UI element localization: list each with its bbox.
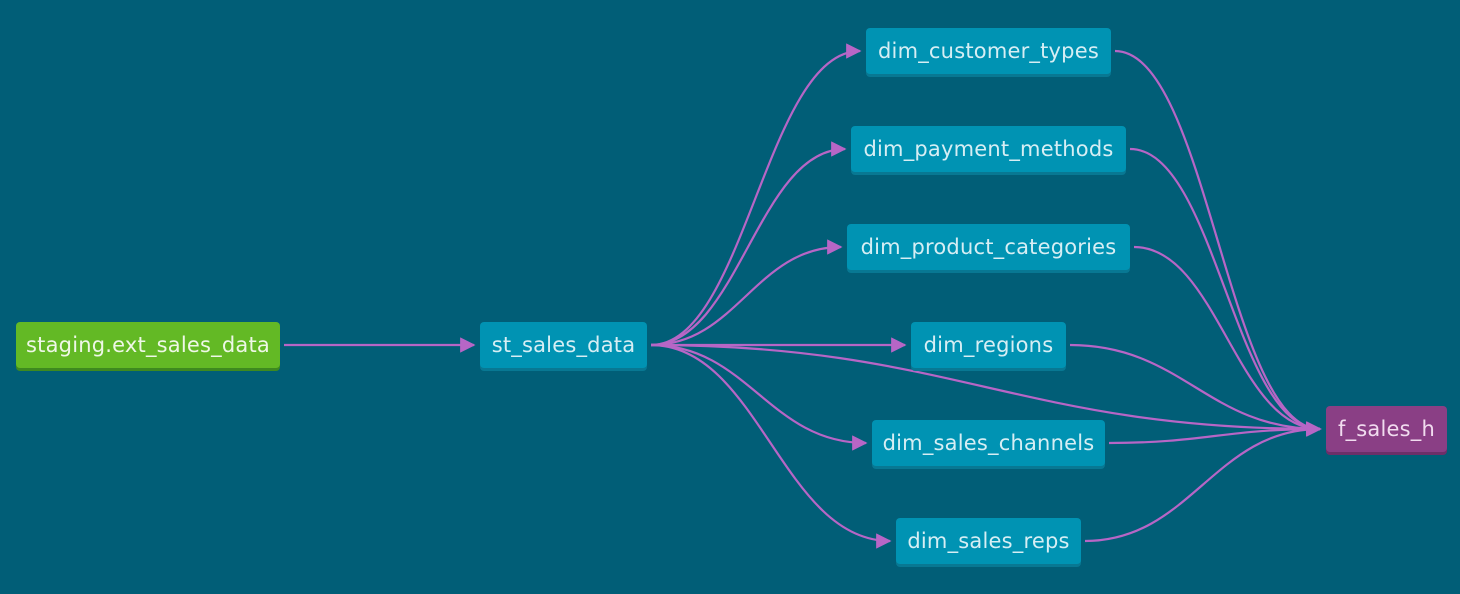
edge-dim-payment-methods-to-f-sales-h — [1129, 147, 1322, 437]
edge-st-sales-data-to-dim-sales-reps — [650, 343, 892, 549]
edge-st-sales-data-to-dim-payment-methods — [650, 141, 847, 347]
node-dim-sales-reps[interactable]: dim_sales_reps — [896, 518, 1081, 564]
node-st-sales-data[interactable]: st_sales_data — [480, 322, 647, 368]
edge-st-sales-data-to-f-sales-h — [650, 343, 1322, 437]
edge-st-sales-data-to-dim-customer-types — [650, 43, 862, 347]
node-staging-ext-sales-data[interactable]: staging.ext_sales_data — [16, 322, 280, 368]
node-dim-product-categories[interactable]: dim_product_categories — [847, 224, 1130, 270]
edge-dim-product-categories-to-f-sales-h — [1133, 245, 1322, 437]
node-f-sales-h[interactable]: f_sales_h — [1326, 406, 1447, 452]
edge-dim-sales-reps-to-f-sales-h — [1084, 421, 1322, 543]
edge-st-sales-data-to-dim-product-categories — [650, 239, 843, 347]
edge-dim-customer-types-to-f-sales-h — [1114, 49, 1322, 437]
node-dim-payment-methods[interactable]: dim_payment_methods — [851, 126, 1126, 172]
edge-st-sales-data-to-dim-sales-channels — [650, 343, 868, 451]
node-dim-sales-channels[interactable]: dim_sales_channels — [872, 420, 1105, 466]
node-dim-regions[interactable]: dim_regions — [911, 322, 1066, 368]
edge-dim-sales-channels-to-f-sales-h — [1108, 421, 1322, 445]
node-dim-customer-types[interactable]: dim_customer_types — [866, 28, 1111, 74]
edge-dim-regions-to-f-sales-h — [1069, 343, 1322, 437]
